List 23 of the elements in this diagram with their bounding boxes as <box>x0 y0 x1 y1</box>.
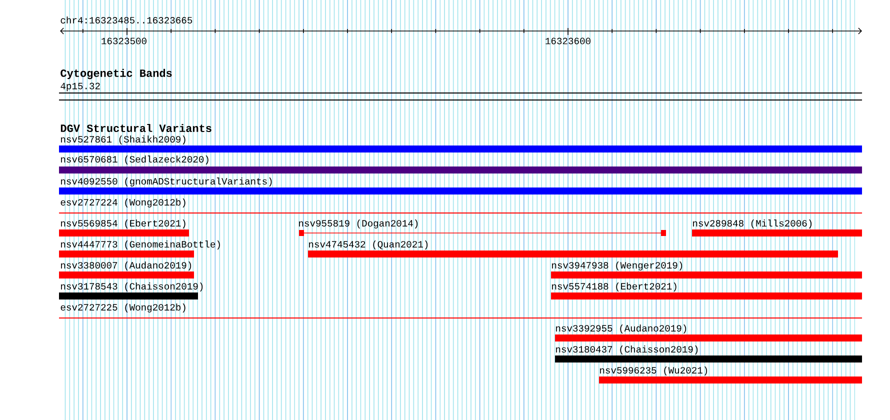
variant-label: nsv955819 (Dogan2014) <box>299 220 418 228</box>
variant-label: nsv3178543 (Chaisson2019) <box>61 282 203 292</box>
band-label: 4p15.32 <box>60 82 100 92</box>
variant-label: nsv5569854 (Ebert2021) <box>61 220 186 228</box>
variant-label: esv2727225 (Wong2012b) <box>60 304 186 312</box>
tick-label: 16323500 <box>102 38 146 44</box>
track-title: Cytogenetic Bands <box>60 68 172 80</box>
variant-label: nsv527861 (Shaikh2009) <box>61 136 186 144</box>
variant-label: nsv4745432 (Quan2021) <box>309 240 428 250</box>
variant-label: nsv3392955 (Audano2019) <box>556 324 686 334</box>
variant-label: nsv289848 (Mills2006) <box>693 220 812 228</box>
variant-label: nsv6570681 (Sedlazeck2020) <box>61 156 208 164</box>
variant-label: nsv4092550 (gnomADStructuralVariants) <box>61 178 272 186</box>
variant-label: esv2727224 (Wong2012b) <box>60 198 186 208</box>
variant-label: nsv3947938 (Wenger2019) <box>552 262 682 270</box>
tick-label: 16323600 <box>546 38 590 44</box>
track-title: DGV Structural Variants <box>60 124 212 132</box>
position-label: chr4:16323485..16323665 <box>60 16 192 24</box>
variant-label: nsv4447773 (GenomeinaBottle) <box>61 240 220 250</box>
variant-label: nsv5574188 (Ebert2021) <box>552 282 676 292</box>
variant-label: nsv3380007 (Audano2019) <box>61 262 192 270</box>
variant-label: nsv3180437 (Chaisson2019) <box>556 346 698 354</box>
variant-label: nsv5996235 (Wu2021) <box>600 366 708 376</box>
